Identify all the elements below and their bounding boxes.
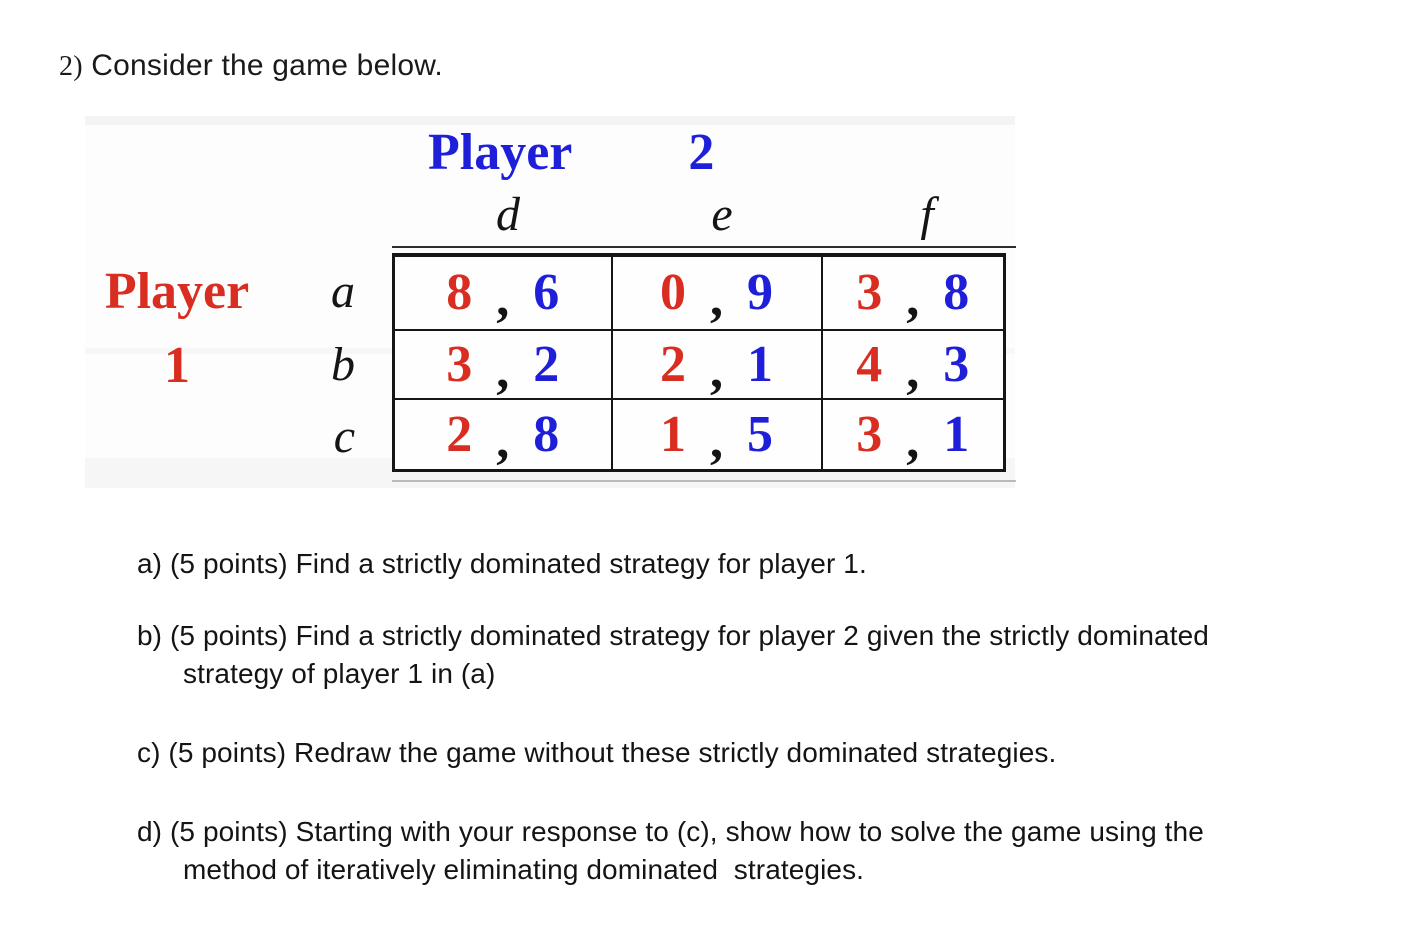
question-b-text-line2: strategy of player 1 in (a) <box>183 658 496 689</box>
row-label-c: c <box>333 410 355 463</box>
question-b: b) (5 points) Find a strictly dominated … <box>137 617 1209 693</box>
payoff-comma: , <box>710 411 723 469</box>
table-row: 2,8 1,5 3,1 <box>392 398 1006 472</box>
question-a-text: a) (5 points) Find a strictly dominated … <box>137 548 867 579</box>
player1-payoff: 3 <box>856 405 883 463</box>
payoff-cell-cd: 2,8 <box>392 398 613 472</box>
payoff-cell-ad: 8,6 <box>392 254 613 331</box>
questions-list: a) (5 points) Find a strictly dominated … <box>137 545 1209 889</box>
payoff-comma: , <box>496 411 510 469</box>
payoff-comma: , <box>906 411 920 469</box>
question-c: c) (5 points) Redraw the game without th… <box>137 734 1209 772</box>
payoff-comma: , <box>710 341 723 399</box>
player2-word: Player <box>428 124 573 181</box>
player1-number: 1 <box>164 337 190 394</box>
table-row: 8,6 0,9 3,8 <box>392 254 1006 331</box>
column-label-f: f <box>920 188 934 241</box>
player1-payoff: 2 <box>446 405 473 463</box>
player1-header: Player 1 <box>93 262 261 396</box>
payoff-comma: , <box>496 270 510 327</box>
player2-payoff: 8 <box>533 405 560 463</box>
payoff-comma: , <box>906 341 920 399</box>
player2-payoff: 6 <box>533 264 560 321</box>
payoff-cell-ae: 0,9 <box>610 254 823 331</box>
player1-payoff: 0 <box>660 264 686 321</box>
column-label-e: e <box>711 188 733 241</box>
payoff-comma: , <box>906 270 920 327</box>
player2-payoff: 5 <box>747 405 773 463</box>
question-b-text-line1: b) (5 points) Find a strictly dominated … <box>137 620 1209 651</box>
player2-payoff: 1 <box>747 335 773 393</box>
player2-payoff: 3 <box>943 335 970 393</box>
payoff-cell-ce: 1,5 <box>610 398 823 472</box>
question-number: 2) <box>59 51 83 82</box>
table-row: 3,2 2,1 4,3 <box>392 329 1006 400</box>
row-label-b: b <box>331 338 355 391</box>
player2-payoff: 9 <box>747 264 773 321</box>
player2-header: Player 2 <box>428 124 714 182</box>
question-heading: 2) Consider the game below. <box>59 49 443 83</box>
question-d-text-line1: d) (5 points) Starting with your respons… <box>137 816 1204 847</box>
row-label-a: a <box>331 264 355 318</box>
question-c-text: c) (5 points) Redraw the game without th… <box>137 737 1057 768</box>
payoff-comma: , <box>496 341 510 399</box>
player1-payoff: 4 <box>856 335 883 393</box>
player1-payoff: 3 <box>446 335 473 393</box>
player2-payoff: 1 <box>943 405 970 463</box>
payoff-cell-be: 2,1 <box>610 329 823 400</box>
player1-payoff: 2 <box>660 335 686 393</box>
payoff-cell-bf: 4,3 <box>820 329 1006 400</box>
player1-word: Player <box>104 263 250 320</box>
table-bottom-rule <box>392 480 1016 482</box>
payoff-cell-af: 3,8 <box>820 254 1006 331</box>
column-label-d: d <box>496 188 520 241</box>
player1-payoff: 1 <box>660 405 686 463</box>
player2-number: 2 <box>688 124 715 181</box>
question-d-text-line2: method of iteratively eliminating domina… <box>183 854 865 885</box>
player1-payoff: 3 <box>856 264 883 321</box>
question-d: d) (5 points) Starting with your respons… <box>137 813 1209 889</box>
payoff-cell-bd: 3,2 <box>392 329 613 400</box>
game-matrix-figure: Player 2 d e f Player 1 a b c 8,6 0,9 3,… <box>85 116 1016 488</box>
payoff-comma: , <box>710 270 723 327</box>
player1-payoff: 8 <box>446 264 473 321</box>
question-a: a) (5 points) Find a strictly dominated … <box>137 545 1209 583</box>
payoff-table: 8,6 0,9 3,8 3,2 2,1 4,3 2,8 1,5 3,1 <box>392 253 1006 472</box>
player2-payoff: 2 <box>533 335 560 393</box>
player2-payoff: 8 <box>943 264 970 321</box>
payoff-cell-cf: 3,1 <box>820 398 1006 472</box>
question-heading-text: Consider the game below. <box>82 49 443 82</box>
